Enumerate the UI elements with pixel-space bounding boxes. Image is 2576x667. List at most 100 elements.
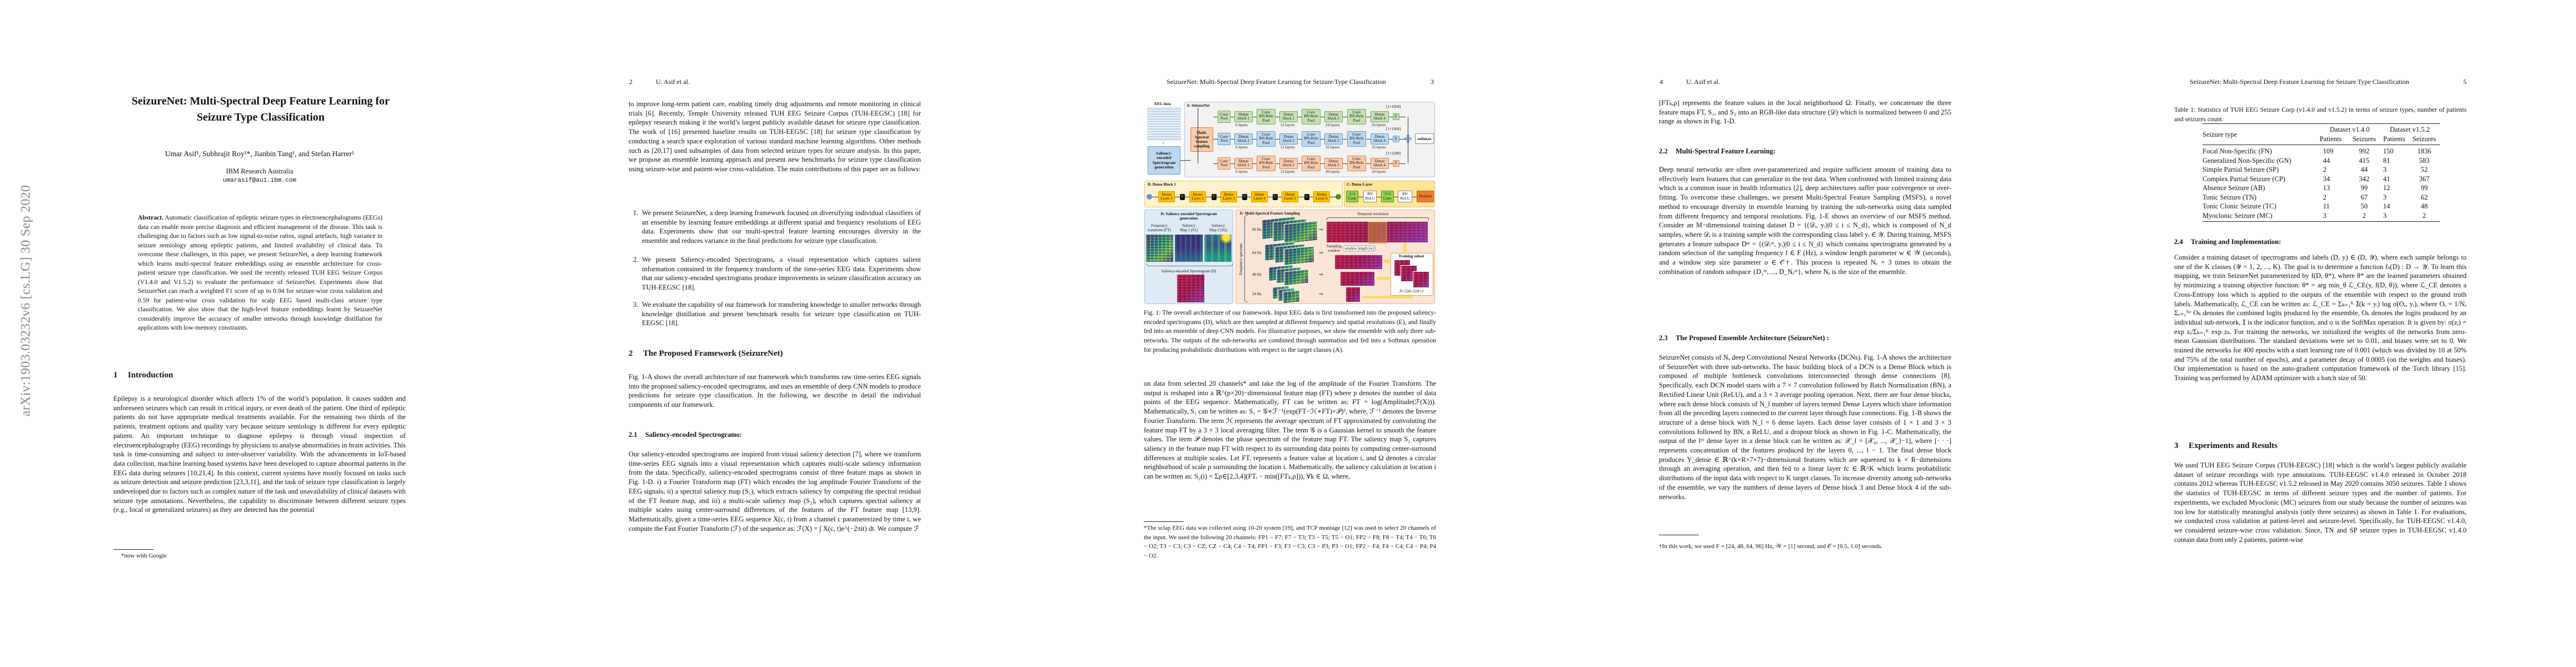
feature-dims-label: [1×1024] bbox=[1386, 104, 1401, 109]
layer-count-label: 24 layers bbox=[1326, 123, 1340, 127]
training-subset-label: Training subset bbox=[1398, 254, 1424, 258]
frequency-label: 48 Hz bbox=[1252, 272, 1262, 277]
map-label-ft: Frequency transform (FT) bbox=[1148, 223, 1171, 232]
spectrogram-stack-image bbox=[1284, 246, 1314, 266]
page-1: arXiv:1903.03232v6 [cs.LG] 30 Sep 2020 S… bbox=[0, 0, 515, 667]
cell-seizure-type: Myoclonic Seizure (MC) bbox=[2203, 211, 2320, 222]
footnote-rule bbox=[1144, 521, 1184, 522]
email-link[interactable]: umarasif@au1.ibm.com bbox=[222, 177, 297, 184]
section-heading: 3 Experiments and Results bbox=[2174, 441, 2278, 451]
network-block: Dense block 1 bbox=[1234, 158, 1253, 169]
cell-v140-patients: 13 bbox=[2323, 184, 2330, 192]
network-block: Conv BN-Relu Pool bbox=[1257, 131, 1275, 147]
layer-count-label: 12 layers bbox=[1280, 170, 1295, 174]
dense-layer-block: Dense Layer 1 bbox=[1158, 191, 1175, 202]
layer-count-label: 24 layers bbox=[1372, 170, 1386, 174]
dense-layer-op: BN ReLU bbox=[1398, 191, 1412, 202]
network-block: Conv Pool bbox=[1218, 157, 1230, 170]
cell-v140-seizures: 99 bbox=[2360, 184, 2368, 192]
list-text: We evaluate the capability of our framew… bbox=[642, 301, 921, 327]
paragraph: Deep neural networks are often over-para… bbox=[1659, 166, 1951, 276]
network-block: Dense block 3 bbox=[1324, 111, 1343, 122]
col-group-v152: Dataset v1.5.2 bbox=[2379, 123, 2440, 135]
temporal-strip-24hz bbox=[1346, 287, 1360, 302]
col-seizures: Seizures bbox=[2348, 134, 2380, 145]
paper-title: SeizureNet: Multi-Spectral Deep Feature … bbox=[131, 95, 390, 123]
concat-node: C bbox=[1180, 194, 1185, 200]
paragraph: Consider a training dataset of spectrogr… bbox=[2174, 253, 2467, 382]
panel-a-title: A: SeizureNet bbox=[1187, 103, 1210, 108]
cell-v140-patients: 44 bbox=[2323, 156, 2330, 165]
section-title: The Proposed Framework (SeizureNet) bbox=[643, 349, 783, 358]
dense-layer-block: Dense Layer 3 bbox=[1220, 191, 1237, 202]
panel-b-title: B: Dense Block 1 bbox=[1148, 182, 1176, 187]
network-block: Conv BN-Relu Pool bbox=[1347, 156, 1366, 171]
layer-count-label: 6 layers bbox=[1235, 145, 1248, 150]
page-number: 5 bbox=[2463, 78, 2467, 86]
intro-paragraph: Epilepsy is a neurological disorder whic… bbox=[113, 395, 406, 514]
dense-layer-block: Dense Layer 6 bbox=[1313, 191, 1330, 202]
spectrogram-stack-image bbox=[1283, 220, 1318, 245]
layer-count-label: 6 layers bbox=[1235, 123, 1248, 127]
section-title: Experiments and Results bbox=[2189, 441, 2278, 450]
arrow-right-icon bbox=[1377, 277, 1390, 280]
col-group-v140: Dataset v1.4.0 bbox=[2319, 123, 2380, 135]
spectrogram-stack-image bbox=[1283, 290, 1300, 304]
page-5: SeizureNet: Multi-Spectral Deep Feature … bbox=[2061, 0, 2576, 667]
dense-layer-op: Dropout bbox=[1417, 191, 1434, 202]
connector-line bbox=[1180, 160, 1190, 161]
sampling-window-label: Sampling window bbox=[1327, 244, 1342, 253]
cell-v140-seizures: 415 bbox=[2359, 156, 2370, 165]
layer-count-label: 32 layers bbox=[1372, 145, 1386, 150]
network-block: Conv BN-Relu Pool bbox=[1257, 156, 1275, 171]
network-block: Dense block 4 bbox=[1371, 158, 1389, 169]
arrow-right-icon: ➡ bbox=[1319, 291, 1324, 297]
section-number: 3 bbox=[2174, 441, 2179, 450]
network-block: Conv BN-Relu Pool bbox=[1302, 131, 1321, 147]
cell-v140-patients: 2 bbox=[2323, 166, 2326, 173]
panel-e-title: E: Multi-Spectral Feature Sampling bbox=[1240, 211, 1300, 216]
cell-v140-seizures: 342 bbox=[2359, 175, 2370, 183]
brace-icon bbox=[1147, 263, 1233, 266]
d-caption: Saliency-encoded Spectrogram (D) bbox=[1161, 269, 1217, 273]
ft-map-image bbox=[1146, 235, 1173, 262]
network-block: Conv BN-Relu Pool bbox=[1347, 131, 1366, 147]
arrow-down-icon bbox=[1403, 243, 1407, 252]
running-head: SeizureNet: Multi-Spectral Deep Feature … bbox=[1167, 78, 1386, 86]
input-node-icon bbox=[1147, 194, 1152, 200]
cell-v152-patients: 14 bbox=[2383, 202, 2390, 210]
section-number: 1 bbox=[113, 371, 118, 380]
network-block: Conv BN-Relu Pool bbox=[1257, 109, 1275, 125]
network-block: Conv BN-Relu Pool bbox=[1302, 156, 1321, 171]
arrow-right-icon: ➡ bbox=[1319, 227, 1324, 233]
concat-node: C bbox=[1242, 194, 1247, 200]
cell-v140-patients: 2 bbox=[2323, 193, 2326, 201]
list-number: 3. bbox=[633, 301, 639, 308]
cell-v140-patients: 109 bbox=[2323, 147, 2334, 155]
network-block: Conv BN-Relu Pool bbox=[1347, 109, 1366, 125]
fc-block: fc bbox=[1393, 113, 1399, 120]
figure-caption: Fig. 1: The overall architecture of our … bbox=[1144, 309, 1436, 354]
arrow-right-icon bbox=[1363, 296, 1413, 298]
frequency-label: 96 Hz bbox=[1252, 227, 1262, 232]
layer-count-label: 12 layers bbox=[1280, 145, 1295, 150]
cell-seizure-type: Generalized Non-Specific (GN) bbox=[2203, 156, 2291, 165]
network-block: Dense block 3 bbox=[1324, 158, 1343, 169]
paragraph: to improve long-term patient care, enabl… bbox=[629, 100, 921, 173]
subsection-title: The Proposed Ensemble Architecture (Seiz… bbox=[1676, 334, 1829, 342]
network-block: Conv Pool bbox=[1218, 133, 1230, 145]
paragraph: Our saliency-encoded spectrograms are in… bbox=[629, 450, 921, 532]
list-number: 1. bbox=[633, 209, 639, 217]
temporal-strip-48hz bbox=[1341, 272, 1374, 286]
saliency-encoded-spectrogram-image bbox=[1177, 275, 1204, 302]
network-block: Dense block 2 bbox=[1279, 158, 1298, 169]
authors: Umar Asif¹, Subhrajit Roy¹*, Jianbin Tan… bbox=[165, 150, 355, 158]
network-block: Conv Pool bbox=[1218, 111, 1230, 123]
page-4: 4 U. Asif et al. [FTₖ,ρ] represents the … bbox=[1546, 0, 2061, 667]
